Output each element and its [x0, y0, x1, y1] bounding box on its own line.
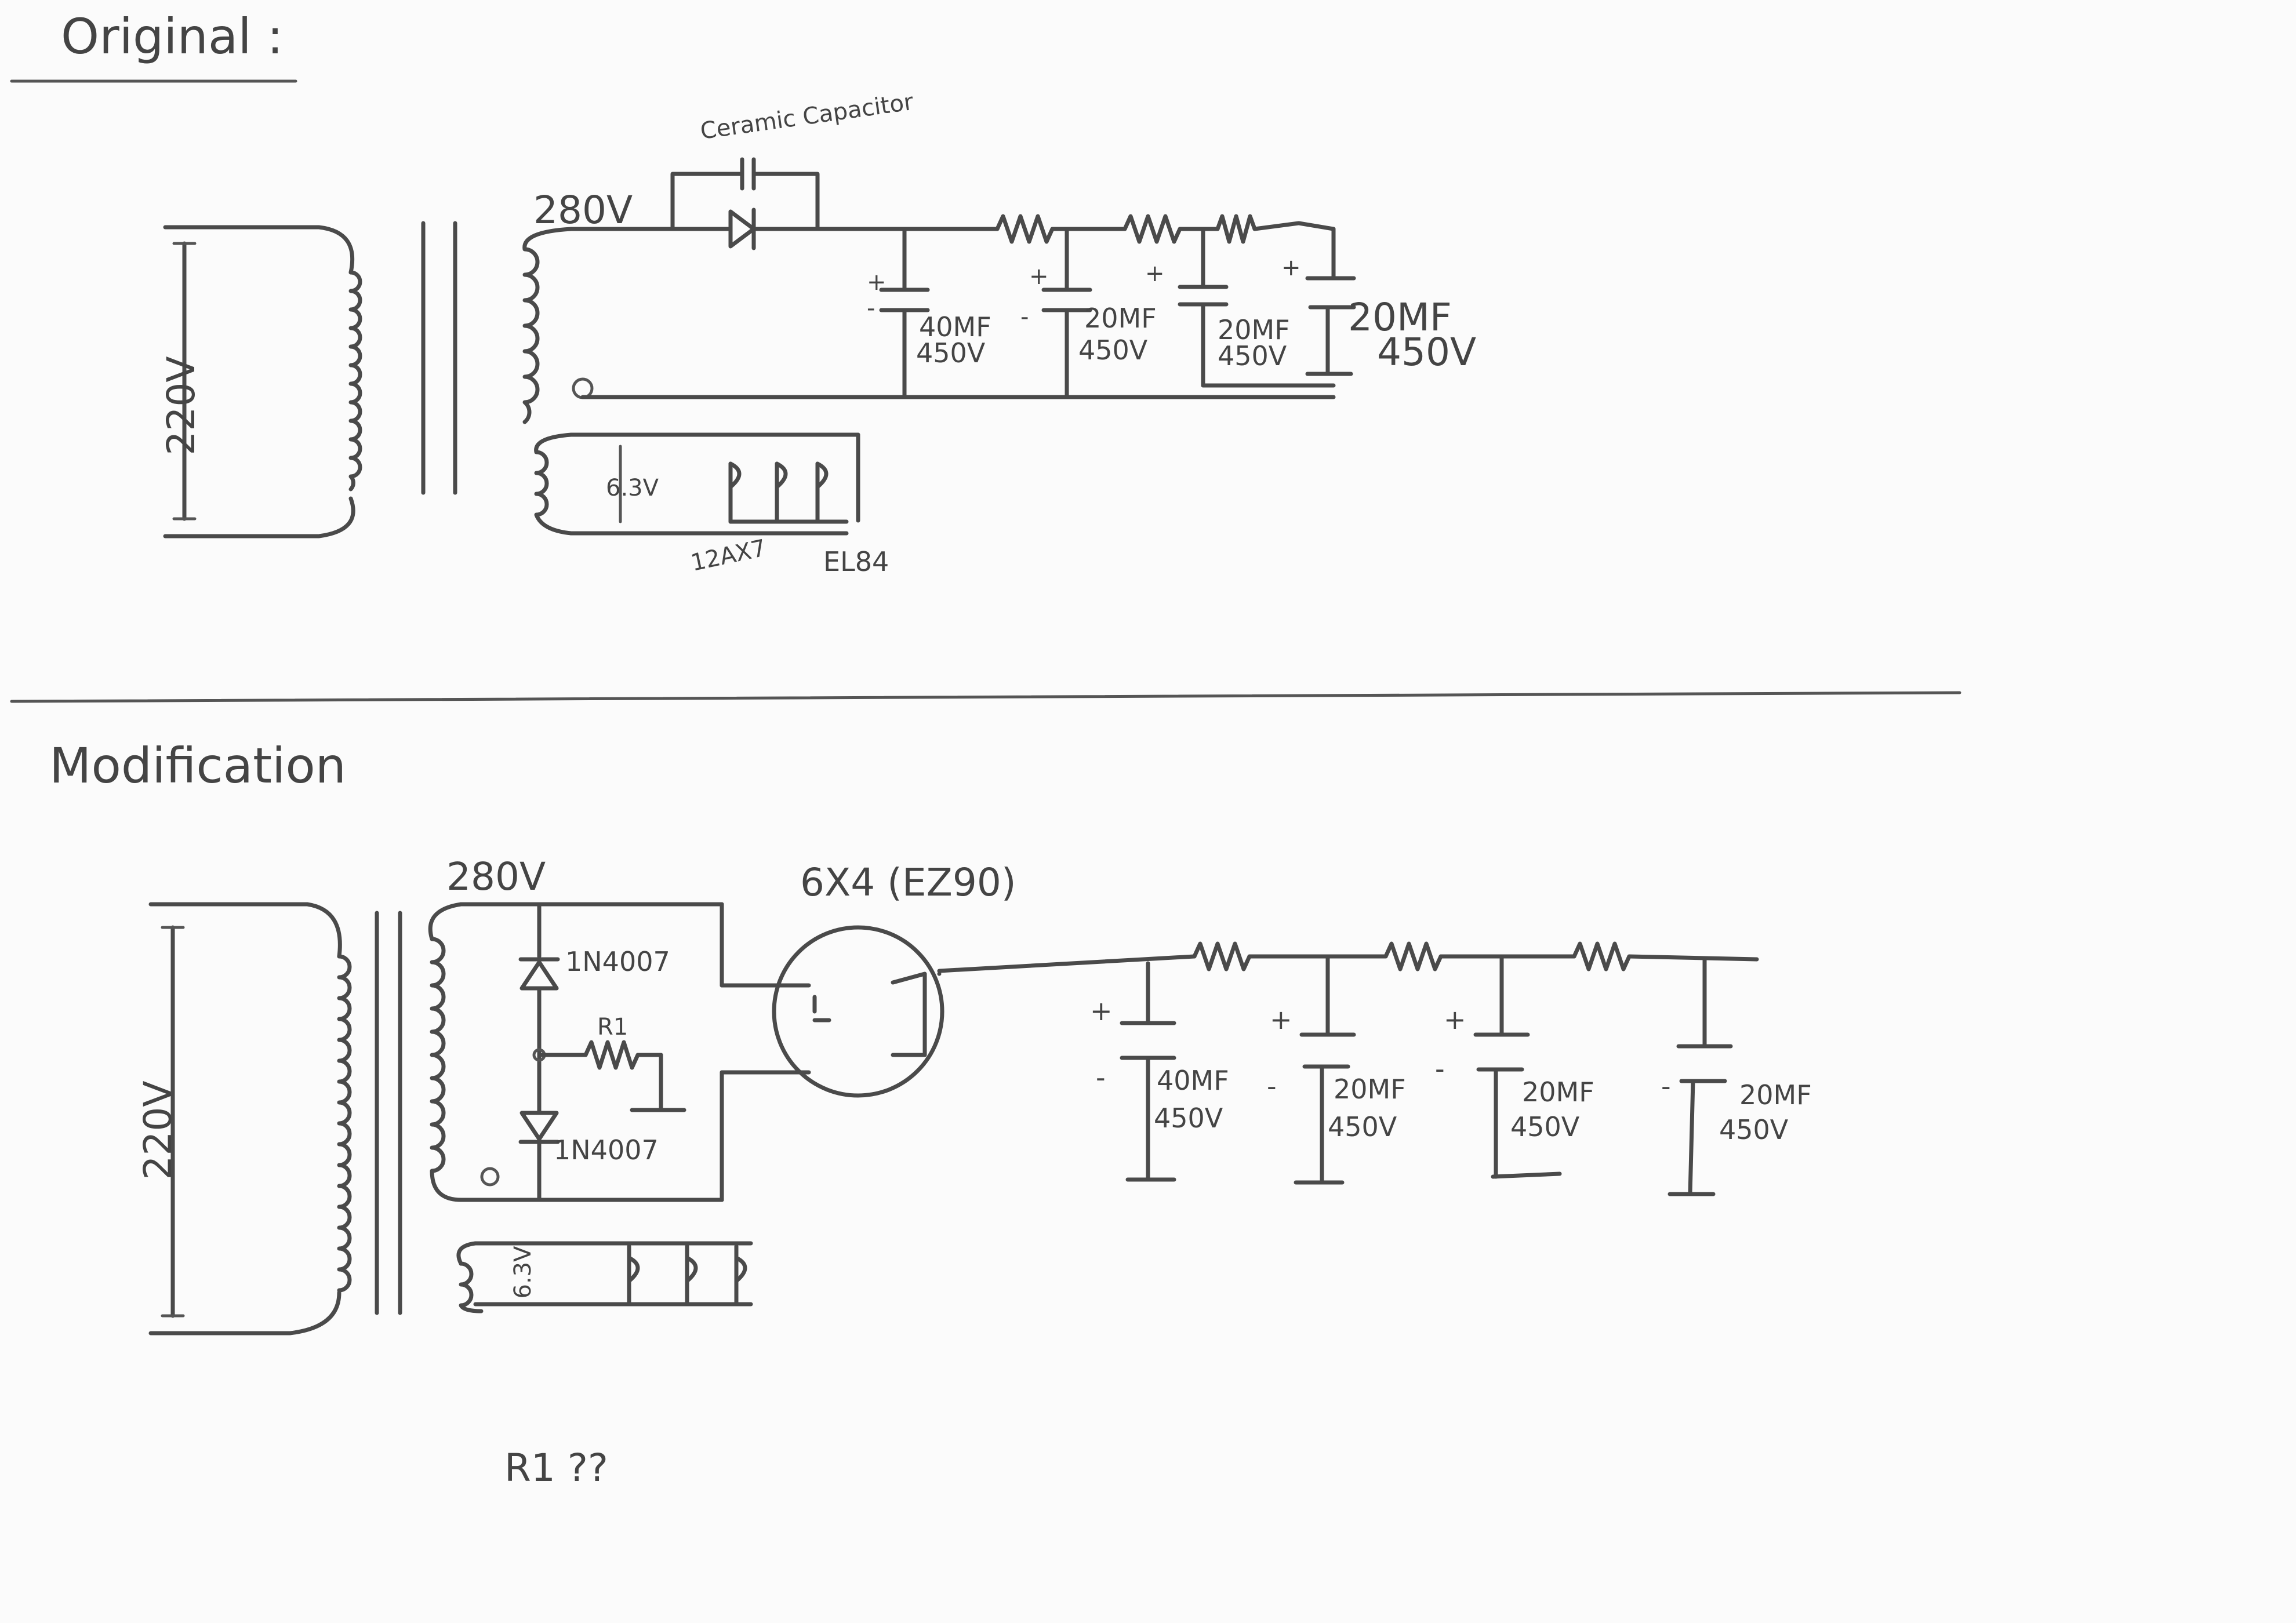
svg-text:+: +: [1090, 995, 1113, 1027]
svg-text:+: +: [1281, 254, 1301, 281]
original-cap-2-voltage: 450V: [1078, 334, 1148, 366]
svg-text:-: -: [1020, 304, 1029, 330]
rectifier-tube-label: 6X4 (EZ90): [800, 860, 1016, 905]
original-capacitor-2: + -: [1020, 227, 1092, 399]
modification-cap-4-voltage: 450V: [1719, 1114, 1789, 1145]
original-cap-1-value: 40MF: [919, 311, 991, 343]
original-tube-1-label: 12AX7: [689, 535, 769, 577]
modification-cap-1-voltage: 450V: [1154, 1102, 1223, 1134]
modification-heater-winding: [456, 1241, 753, 1313]
modification-filter-wire: [937, 941, 1759, 973]
original-tube-2-label: EL84: [823, 546, 889, 577]
svg-text:+: +: [1444, 1004, 1466, 1035]
modification-heater-voltage: 6.3V: [510, 1246, 536, 1299]
svg-text:-: -: [1096, 1062, 1106, 1093]
modification-diode-2-label: 1N4007: [554, 1134, 659, 1166]
modification-primary-voltage: 220V: [136, 1080, 180, 1180]
original-secondary-winding: [522, 227, 1336, 424]
original-cap-2-value: 20MF: [1084, 303, 1157, 334]
svg-text:+: +: [867, 269, 887, 296]
modification-capacitor-4: -: [1661, 957, 1733, 1196]
r1-note: R1 ??: [504, 1446, 608, 1490]
modification-secondary-voltage: 280V: [446, 854, 546, 899]
svg-text:-: -: [1435, 1053, 1445, 1085]
original-cap-3-voltage: 450V: [1218, 340, 1287, 372]
ceramic-capacitor: [670, 157, 820, 231]
modification-section: Modification 220V 280V: [49, 737, 1812, 1335]
modification-cap-4-value: 20MF: [1739, 1079, 1812, 1111]
original-cap-4-voltage: 450V: [1377, 330, 1476, 374]
original-primary-winding: [163, 225, 362, 538]
modification-cap-2-voltage: 450V: [1328, 1111, 1397, 1142]
modification-primary-winding: [148, 902, 352, 1335]
original-heater-winding: [534, 432, 860, 536]
modification-capacitor-3: + -: [1435, 954, 1562, 1179]
svg-text:-: -: [867, 295, 875, 322]
ceramic-capacitor-label: Ceramic Capacitor: [699, 89, 916, 145]
section-divider: [10, 691, 1961, 703]
original-primary-voltage: 220V: [159, 356, 204, 455]
modification-cap-3-voltage: 450V: [1510, 1111, 1580, 1142]
modification-cap-2-value: 20MF: [1334, 1073, 1406, 1105]
svg-text:+: +: [1029, 263, 1049, 290]
modification-capacitor-2: + -: [1267, 954, 1356, 1185]
modification-diode-2: [518, 1111, 560, 1202]
original-capacitor-4: +: [1281, 227, 1356, 376]
original-secondary-voltage: 280V: [533, 188, 633, 232]
svg-text:-: -: [1661, 1071, 1671, 1102]
modification-cap-1-value: 40MF: [1157, 1065, 1229, 1096]
rectifier-tube: [772, 925, 944, 1098]
modification-diode-1: [518, 902, 560, 1115]
original-heading: Original :: [61, 8, 284, 65]
svg-text:-: -: [1267, 1071, 1277, 1102]
original-heater-voltage: 6.3V: [606, 475, 659, 501]
modification-capacitor-1: + -: [1090, 961, 1176, 1182]
original-filter-wire: [902, 214, 1336, 244]
modification-secondary-winding: [428, 902, 779, 1202]
original-diode: [569, 208, 907, 250]
modification-resistor-label: R1: [597, 1014, 628, 1040]
svg-text:+: +: [1270, 1004, 1292, 1035]
original-cap-1-voltage: 450V: [916, 337, 986, 369]
original-capacitor-3: +: [1145, 227, 1336, 388]
original-cap-4-value: 20MF: [1348, 295, 1452, 340]
modification-heading: Modification: [49, 737, 346, 794]
svg-text:+: +: [1145, 260, 1165, 287]
modification-diode-1-label: 1N4007: [565, 946, 670, 977]
modification-cap-3-value: 20MF: [1522, 1076, 1594, 1108]
original-cap-3-value: 20MF: [1218, 314, 1290, 345]
modification-resistor-r1: [532, 1040, 686, 1112]
original-capacitor-1: + -: [867, 227, 930, 399]
original-section: Original : 220V 280V: [10, 8, 1476, 577]
